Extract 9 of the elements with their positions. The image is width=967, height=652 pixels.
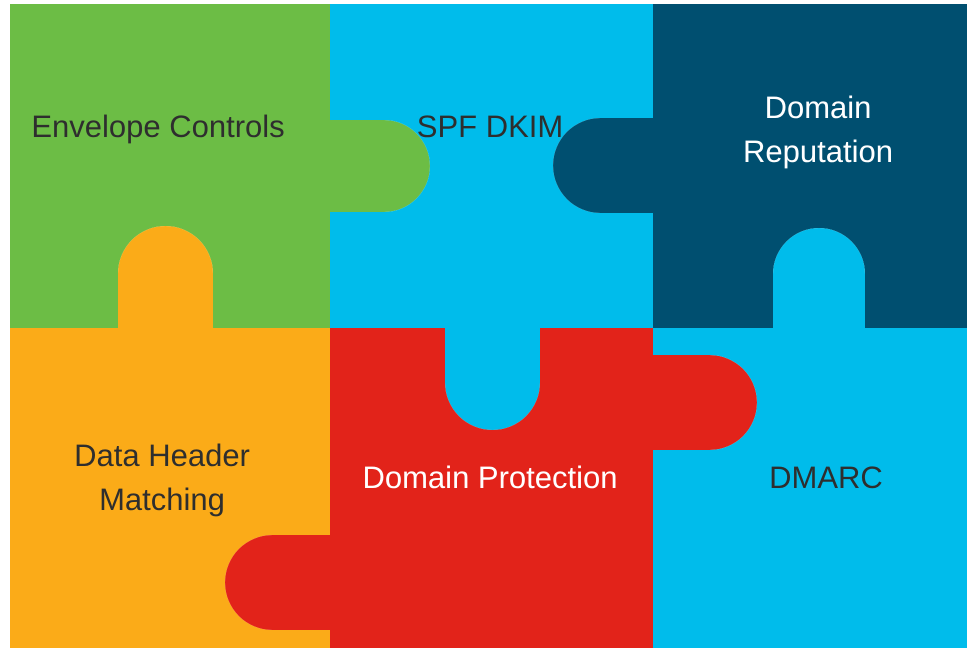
puzzle-piece <box>10 226 330 648</box>
piece-label: Domain Reputation <box>742 89 894 171</box>
piece-label: Data Header Matching <box>73 437 251 519</box>
puzzle-piece <box>653 228 967 648</box>
piece-label: Domain Protection <box>361 459 618 497</box>
piece-label: SPF DKIM <box>416 108 564 146</box>
puzzle-piece <box>330 4 653 430</box>
piece-label: DMARC <box>768 459 884 497</box>
piece-label: Envelope Controls <box>30 108 286 146</box>
